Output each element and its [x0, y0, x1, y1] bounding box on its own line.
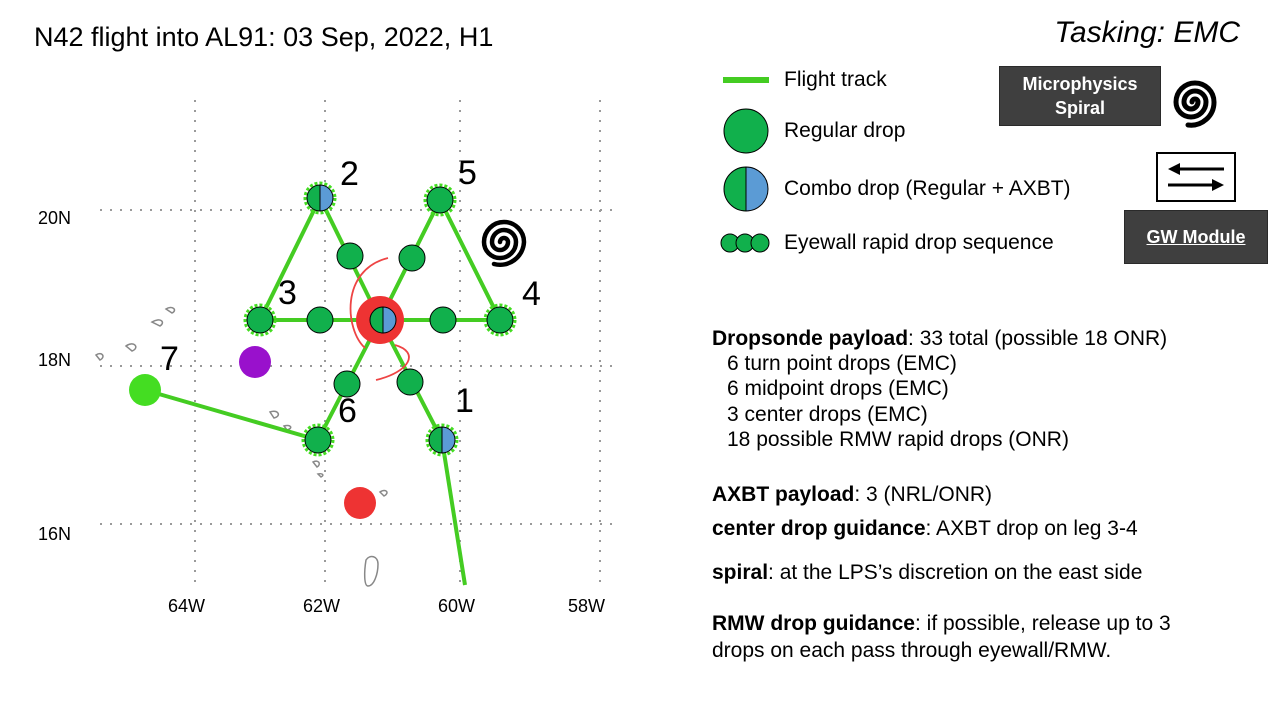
- spiral-guidance-label: spiral: [712, 561, 769, 584]
- start-point-7: [129, 374, 161, 406]
- center-drop-guidance: center drop guidance: AXBT drop on leg 3…: [712, 516, 1138, 541]
- lon-label-58w: 58W: [568, 596, 605, 616]
- flight-map: 20N 18N 16N 64W 62W 60W 58W: [38, 100, 620, 616]
- eyewall-arc: [349, 257, 410, 381]
- center-guidance-label: center drop guidance: [712, 517, 926, 540]
- legend-eyewall-sequence-label: Eyewall rapid drop sequence: [784, 231, 1054, 254]
- lat-label-16n: 16N: [38, 524, 71, 544]
- regular-drops: [246, 186, 514, 454]
- spiral-guidance-value: : at the LPS’s discretion on the east si…: [768, 561, 1143, 584]
- flight-track: [144, 196, 502, 586]
- legend-flight-track: Flight track: [720, 68, 887, 92]
- point-label-1: 1: [455, 382, 474, 420]
- axbt-payload: AXBT payload: 3 (NRL/ONR): [712, 482, 992, 507]
- rmw-guidance-value-line1: : if possible, release up to 3: [915, 612, 1171, 635]
- red-marker: [344, 487, 376, 519]
- legend-eyewall-sequence: Eyewall rapid drop sequence: [720, 231, 1054, 255]
- rmw-guidance-label: RMW drop guidance: [712, 612, 915, 635]
- purple-marker: [239, 346, 271, 378]
- point-label-3: 3: [278, 274, 297, 312]
- lon-label-64w: 64W: [168, 596, 205, 616]
- spiral-icon: [481, 219, 527, 267]
- combo-drop-center: [369, 306, 397, 334]
- regular-drop-mid-2: [336, 242, 364, 270]
- legend-regular-drop-label: Regular drop: [784, 119, 906, 142]
- point-label-5: 5: [458, 154, 477, 192]
- regular-drop-mid-1: [396, 368, 424, 396]
- center-guidance-value: : AXBT drop on leg 3-4: [925, 517, 1138, 540]
- dropsonde-value: : 33 total (possible 18 ONR): [908, 327, 1168, 350]
- point-label-2: 2: [340, 155, 359, 193]
- microphysics-spiral-button[interactable]: Microphysics Spiral: [999, 66, 1161, 126]
- regular-drop-point-3: [246, 306, 274, 334]
- page-title: N42 flight into AL91: 03 Sep, 2022, H1: [34, 22, 494, 52]
- spiral-icon: [1173, 80, 1217, 128]
- left-right-arrows-icon[interactable]: [1156, 152, 1236, 202]
- regular-drop-mid-3: [306, 306, 334, 334]
- dropsonde-item: 3 center drops (EMC): [727, 402, 928, 426]
- map-grid: [100, 100, 620, 590]
- regular-drop-point-5: [426, 186, 454, 214]
- dropsonde-item: 6 midpoint drops (EMC): [727, 377, 949, 401]
- legend-flight-track-label: Flight track: [784, 68, 887, 91]
- combo-drop-point-2: [306, 184, 334, 212]
- rmw-guidance-value-line2: drops on each pass through eyewall/RMW.: [712, 639, 1112, 663]
- microphysics-button-line1: Microphysics: [1022, 73, 1138, 94]
- lon-label-62w: 62W: [303, 596, 340, 616]
- regular-drop-point-4: [486, 306, 514, 334]
- point-label-7: 7: [160, 340, 179, 378]
- dropsonde-item: 18 possible RMW rapid drops (ONR): [727, 427, 1069, 451]
- dropsonde-payload: Dropsonde payload: 33 total (possible 18…: [712, 326, 1167, 452]
- regular-drop-mid-5: [398, 244, 426, 272]
- point-label-4: 4: [522, 275, 541, 313]
- tasking-label: Tasking: EMC: [1054, 16, 1240, 49]
- dropsonde-item: 6 turn point drops (EMC): [727, 352, 957, 376]
- legend-combo-drop: Combo drop (Regular + AXBT): [720, 164, 1071, 214]
- legend-combo-drop-label: Combo drop (Regular + AXBT): [784, 177, 1071, 200]
- lat-label-18n: 18N: [38, 350, 71, 370]
- lon-label-60w: 60W: [438, 596, 475, 616]
- regular-drop-mid-6: [333, 370, 361, 398]
- island-outlines: [94, 306, 388, 587]
- gw-module-button[interactable]: GW Module: [1124, 210, 1268, 264]
- regular-drop-mid-4: [429, 306, 457, 334]
- legend-regular-drop: Regular drop: [720, 106, 905, 156]
- regular-drop-point-6: [304, 426, 332, 454]
- rmw-drop-guidance: RMW drop guidance: if possible, release …: [712, 610, 1171, 665]
- lat-label-20n: 20N: [38, 208, 71, 228]
- combo-drop-point-1: [428, 426, 456, 454]
- axbt-label: AXBT payload: [712, 483, 855, 506]
- point-label-6: 6: [338, 392, 357, 430]
- spiral-guidance: spiral: at the LPS’s discretion on the e…: [712, 560, 1142, 585]
- dropsonde-label: Dropsonde payload: [712, 327, 909, 350]
- microphysics-button-line2: Spiral: [1054, 98, 1105, 118]
- axbt-value: : 3 (NRL/ONR): [854, 483, 993, 506]
